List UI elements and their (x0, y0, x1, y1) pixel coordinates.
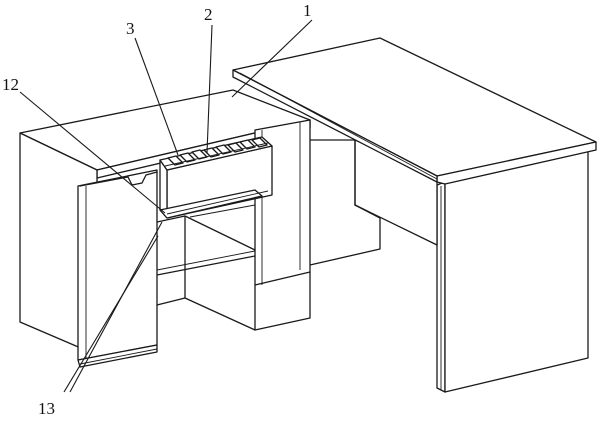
label-13: 13 (38, 399, 55, 418)
desk-right-leg-side (444, 147, 589, 393)
cabinet-kick-plate (77, 344, 158, 368)
label-2: 2 (204, 5, 213, 24)
label-12: 12 (2, 75, 19, 94)
storage-tray (159, 136, 273, 219)
main-desk (232, 37, 597, 393)
desk-top-left-edge (232, 69, 438, 183)
label-1: 1 (303, 1, 312, 20)
cabinet-front-column (77, 169, 158, 361)
leader-lines (19, 19, 313, 393)
label-3: 3 (126, 19, 135, 38)
side-cabinet (19, 89, 311, 368)
